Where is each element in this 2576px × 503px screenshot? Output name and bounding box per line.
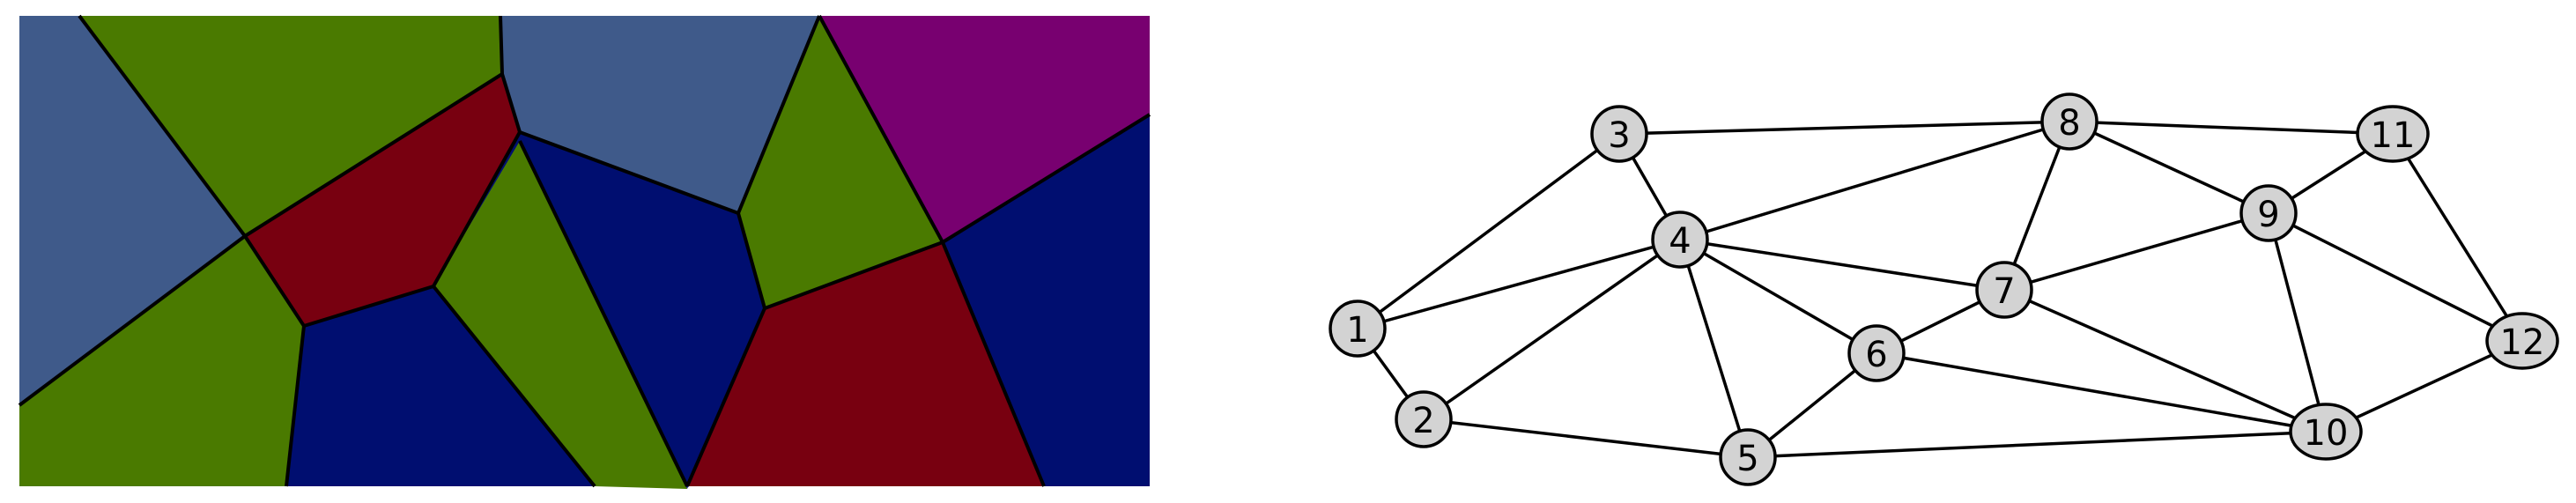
voronoi-region — [433, 132, 765, 489]
region-border — [685, 307, 766, 487]
graph-edge — [1679, 120, 2070, 241]
region-border — [499, 15, 504, 75]
voronoi-region — [687, 242, 1044, 486]
region-border — [18, 234, 247, 407]
region-border — [941, 241, 1046, 487]
graph-node-11: 11 — [2356, 105, 2430, 163]
graph-edge — [1618, 120, 2070, 136]
node-circle — [2356, 105, 2430, 163]
node-label: 6 — [1865, 335, 1887, 375]
voronoi-region — [79, 16, 502, 236]
graph-edge — [2268, 211, 2523, 343]
region-border — [243, 234, 306, 328]
region-border — [432, 131, 522, 287]
voronoi-region — [943, 115, 1150, 486]
voronoi-region — [819, 16, 1150, 242]
graph-edge — [2002, 121, 2071, 291]
graph-edge — [2267, 212, 2328, 433]
graph-node-5: 5 — [1719, 428, 1777, 486]
node-label: 7 — [1993, 271, 2015, 312]
node-circle — [2040, 92, 2099, 151]
node-label: 10 — [2304, 413, 2349, 454]
graph-node-7: 7 — [1975, 261, 2033, 319]
region-border — [764, 240, 944, 310]
node-label: 1 — [1346, 310, 1368, 351]
node-label: 11 — [2371, 115, 2416, 156]
voronoi-region — [19, 16, 245, 405]
region-border — [519, 130, 739, 215]
region-border — [737, 212, 766, 309]
graph-edge — [1356, 132, 1621, 330]
voronoi-region — [19, 236, 304, 486]
graph-edge — [1747, 430, 2327, 459]
graph-edge — [1876, 351, 2327, 433]
node-label: 12 — [2500, 322, 2545, 363]
graph-node-6: 6 — [1847, 324, 1906, 382]
graph-edge — [1679, 238, 1877, 355]
node-label: 5 — [1736, 439, 1758, 479]
node-circle — [1329, 300, 1387, 358]
region-border — [500, 73, 522, 133]
graph-edge — [1679, 238, 2005, 292]
region-border — [818, 15, 944, 243]
graph-edge — [2003, 288, 2327, 433]
node-circle — [2289, 403, 2363, 461]
voronoi-region — [245, 74, 520, 326]
voronoi-region — [433, 141, 687, 489]
node-circle — [1719, 428, 1777, 486]
graph-node-9: 9 — [2239, 184, 2298, 242]
graph-edge — [1423, 418, 1749, 459]
node-circle — [1395, 390, 1453, 448]
node-circle — [1847, 324, 1906, 382]
node-circle — [2239, 184, 2298, 242]
graph-edge — [1357, 238, 1681, 330]
graph-node-4: 4 — [1651, 211, 1709, 269]
node-circle — [2485, 312, 2559, 370]
region-border — [941, 113, 1151, 244]
node-circle — [1651, 211, 1709, 269]
region-border — [518, 140, 689, 487]
graph-node-8: 8 — [2040, 92, 2099, 151]
graph-node-1: 1 — [1329, 300, 1387, 358]
graph-edge — [1678, 239, 1750, 458]
region-border — [303, 285, 434, 328]
node-label: 2 — [1412, 401, 1434, 441]
region-border — [243, 72, 504, 238]
graph-edge — [2325, 339, 2523, 433]
node-label: 8 — [2058, 103, 2080, 144]
graph-edge — [2069, 120, 2394, 136]
region-border — [78, 14, 247, 238]
node-circle — [1590, 105, 1648, 163]
region-border — [432, 285, 596, 488]
graph-edge — [2391, 133, 2524, 342]
voronoi-region — [286, 286, 595, 486]
node-circle — [1975, 261, 2033, 319]
graph-edge — [2069, 120, 2269, 215]
node-label: 3 — [1608, 115, 1630, 156]
graph-node-3: 3 — [1590, 105, 1648, 163]
graph-edge — [1422, 238, 1682, 421]
node-label: 9 — [2257, 195, 2279, 235]
voronoi-region — [500, 16, 819, 213]
region-border — [285, 325, 306, 487]
node-label: 4 — [1669, 221, 1691, 262]
graph-node-10: 10 — [2289, 403, 2363, 461]
region-border — [737, 15, 821, 214]
graph-edge — [2003, 211, 2269, 292]
graph-node-12: 12 — [2485, 312, 2559, 370]
graph-node-2: 2 — [1395, 390, 1453, 448]
